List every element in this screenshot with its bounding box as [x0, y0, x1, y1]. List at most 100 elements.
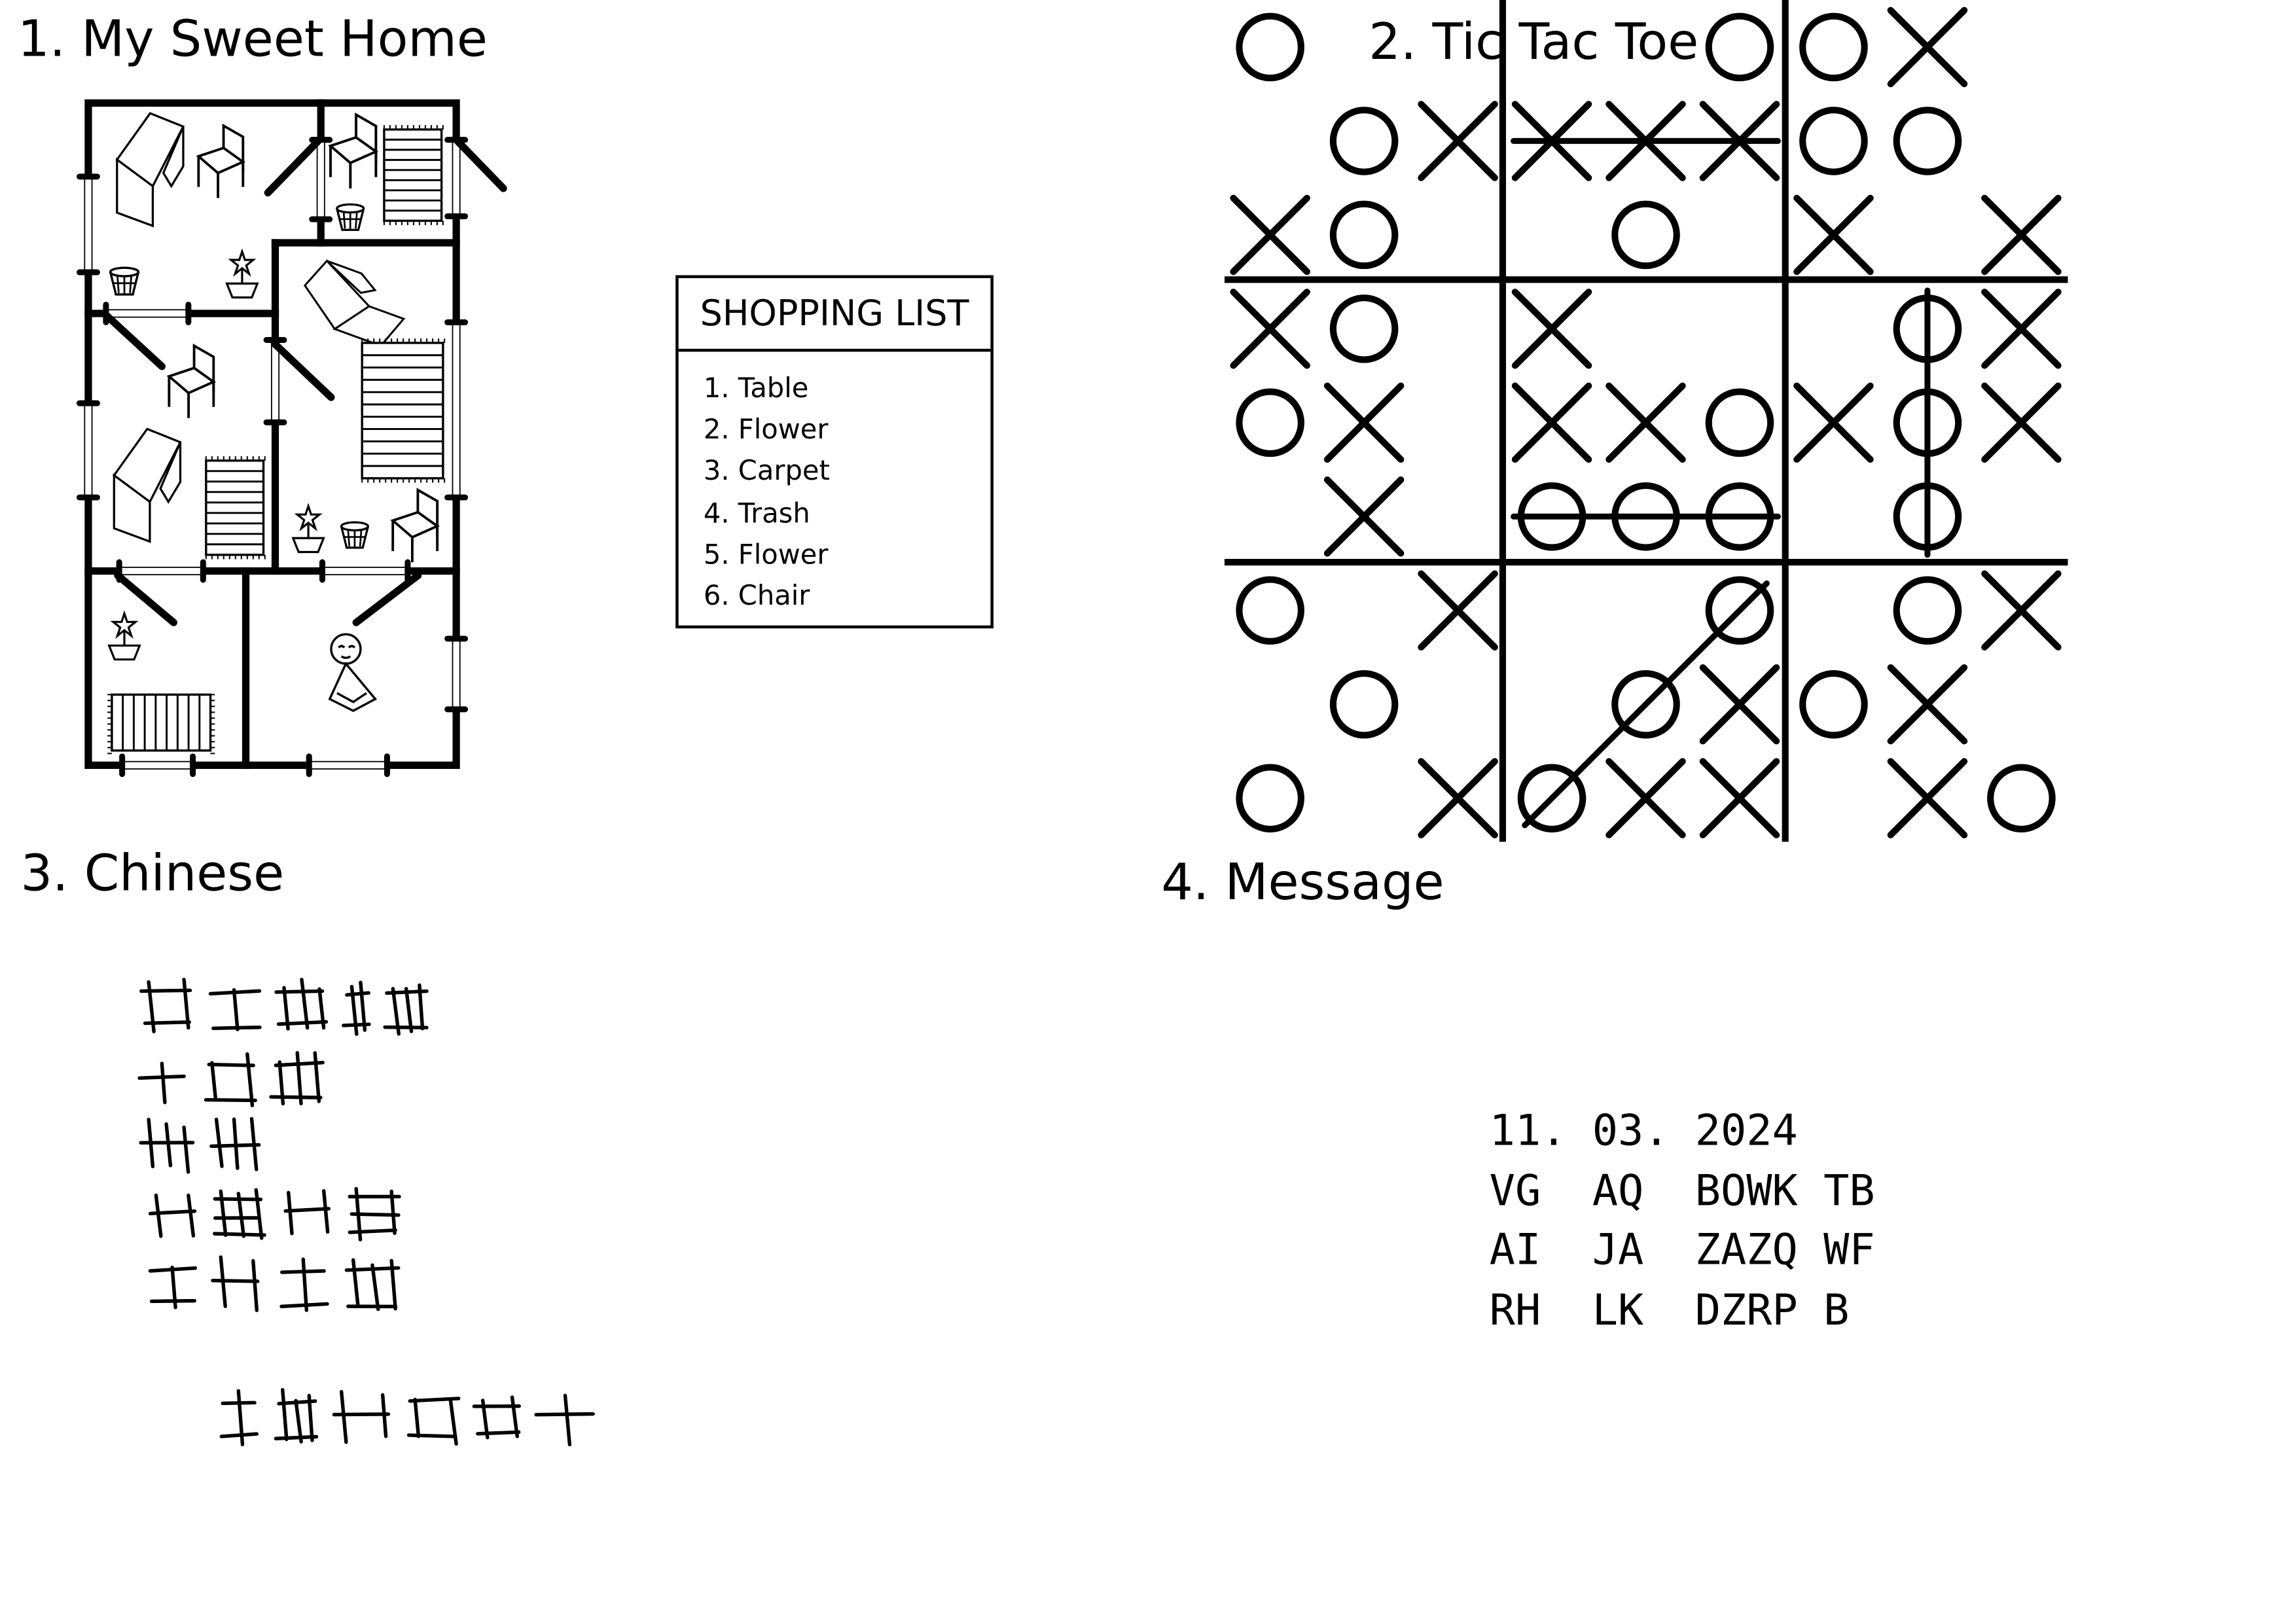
door[interactable] [454, 137, 507, 192]
o-mark[interactable] [1987, 764, 2056, 832]
o-mark[interactable] [1611, 669, 1680, 739]
o-mark[interactable] [1893, 576, 1962, 645]
handwritten-glyph [139, 978, 192, 1033]
window [306, 753, 390, 777]
o-mark[interactable] [1705, 388, 1774, 457]
handwritten-glyph [213, 1188, 266, 1240]
door[interactable] [352, 571, 422, 626]
o-mark[interactable] [1517, 764, 1587, 832]
o-mark[interactable] [1705, 576, 1774, 645]
x-mark[interactable] [1418, 570, 1498, 651]
handwritten-glyph [332, 1389, 391, 1444]
list-item: 1. Table [703, 374, 809, 405]
meditating-person-icon [328, 633, 378, 713]
o-mark[interactable] [1236, 388, 1304, 457]
handwritten-glyph [283, 1188, 331, 1236]
window [76, 400, 100, 501]
window [444, 319, 469, 501]
o-mark[interactable] [1799, 12, 1868, 82]
carpet-icon [205, 456, 266, 560]
x-mark[interactable] [1699, 758, 1780, 838]
x-mark[interactable] [1230, 194, 1310, 276]
message-line: 11. 03. 2024 [1489, 1105, 1798, 1156]
door[interactable] [114, 571, 177, 626]
x-mark[interactable] [1323, 476, 1405, 557]
x-mark[interactable] [1605, 758, 1686, 838]
handwritten-glyph [148, 1193, 197, 1238]
carpet-icon [107, 693, 215, 755]
handwritten-glyph [274, 1387, 319, 1444]
shopping-list-items: 1. Table 2. Flower 3. Carpet 4. Trash 5.… [679, 351, 991, 618]
window [444, 635, 469, 713]
x-mark[interactable] [1981, 570, 2062, 651]
x-mark[interactable] [1887, 758, 1968, 838]
x-mark[interactable] [1699, 664, 1780, 745]
handwritten-glyph [148, 1265, 198, 1310]
tictactoe-title: 2. Tic Tac Toe [1369, 13, 1699, 73]
handwritten-glyph [472, 1395, 521, 1440]
o-mark[interactable] [1329, 669, 1399, 739]
o-mark[interactable] [1893, 107, 1962, 175]
message-line: RH LK DZRP B [1489, 1284, 1850, 1335]
x-mark[interactable] [1793, 382, 1874, 463]
x-mark[interactable] [1981, 194, 2062, 276]
x-mark[interactable] [1323, 382, 1405, 463]
door[interactable] [264, 137, 322, 197]
x-mark[interactable] [1511, 289, 1592, 369]
handwritten-glyph [137, 1061, 186, 1105]
x-mark[interactable] [1418, 101, 1498, 181]
message-line: AI JA ZAZQ WF [1489, 1224, 1875, 1275]
carpet-icon [361, 338, 446, 483]
message-block: 11. 03. 2024 VG AQ BOWK TB AI JA ZAZQ WF RH… [1490, 1101, 1875, 1340]
o-mark[interactable] [1236, 576, 1304, 645]
handwritten-glyph [383, 983, 429, 1036]
handwritten-glyph [208, 988, 262, 1031]
x-mark[interactable] [1887, 7, 1968, 88]
handwritten-glyph [274, 978, 329, 1031]
carpets [107, 125, 446, 755]
x-mark[interactable] [1605, 382, 1686, 463]
o-mark[interactable] [1329, 107, 1399, 175]
handwritten-glyph [406, 1397, 461, 1446]
message-title: 4. Message [1161, 853, 1444, 913]
door[interactable] [102, 311, 166, 370]
handwritten-glyph [348, 1186, 401, 1241]
handwritten-glyph [344, 1258, 401, 1311]
handwritten-glyph [211, 1255, 260, 1312]
o-mark[interactable] [1611, 200, 1680, 270]
x-mark[interactable] [1887, 664, 1968, 745]
window [119, 753, 196, 777]
o-mark[interactable] [1705, 12, 1774, 82]
shopping-list: SHOPPING LIST 1. Table 2. Flower 3. Carp… [675, 275, 994, 629]
x-mark[interactable] [1981, 289, 2062, 369]
o-mark[interactable] [1329, 200, 1399, 270]
home-title: 1. My Sweet Home [17, 10, 488, 69]
door[interactable] [271, 340, 335, 401]
o-mark[interactable] [1799, 669, 1868, 739]
o-mark[interactable] [1329, 294, 1399, 363]
handwritten-glyph [209, 1116, 261, 1171]
x-mark[interactable] [1230, 289, 1310, 369]
grid-lines [1224, 0, 2068, 842]
message-line: VG AQ BOWK TB [1489, 1165, 1875, 1215]
list-item: 4. Trash [703, 498, 810, 529]
doors [102, 137, 507, 626]
window [76, 173, 100, 276]
carpet-icon [383, 125, 444, 226]
x-mark[interactable] [1793, 194, 1874, 276]
x-mark[interactable] [1511, 382, 1592, 463]
x-mark[interactable] [1981, 382, 2062, 463]
win-strike-line [1522, 580, 1770, 829]
o-mark[interactable] [1236, 764, 1304, 832]
o-mark[interactable] [1799, 107, 1868, 175]
list-item: 2. Flower [703, 415, 829, 446]
chinese-title: 3. Chinese [20, 844, 285, 904]
window [319, 559, 411, 583]
o-mark[interactable] [1236, 12, 1304, 82]
handwritten-glyph [139, 1117, 195, 1174]
x-mark[interactable] [1418, 758, 1498, 838]
handwritten-glyph [342, 980, 371, 1036]
